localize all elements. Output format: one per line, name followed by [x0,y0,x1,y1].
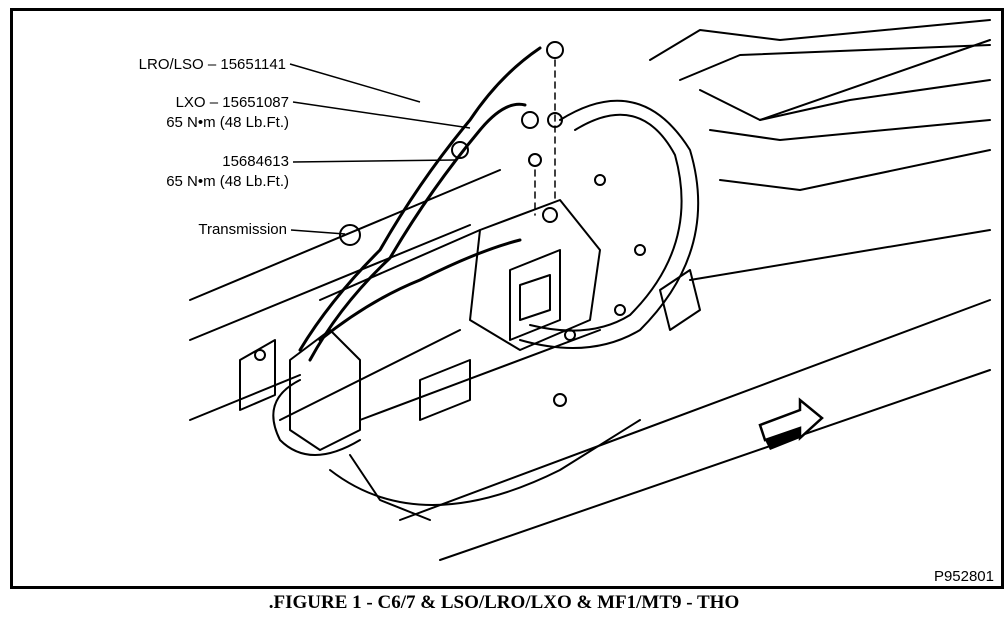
engine-block [649,19,991,281]
fittings [254,41,646,407]
transmission-case [272,99,700,521]
callout-fitting-torque: 65 N•m (48 Lb.Ft.) [166,173,289,190]
frame-rail [189,39,991,561]
callout-lxo-label: LXO – 15651087 [176,94,289,111]
figure-caption: .FIGURE 1 - C6/7 & LSO/LRO/LXO & MF1/MT9… [268,592,740,613]
part-number: P952801 [934,568,994,585]
alignment-dashes [534,59,556,216]
callout-fitting-label: 15684613 [222,153,289,170]
rear-mount [239,269,701,411]
cooler-lines [298,46,542,362]
callout-transmission-label: Transmission [198,221,287,238]
leader-lines [289,63,471,235]
callout-lro-label: LRO/LSO – 15651141 [139,56,286,73]
figure-frame [10,8,1004,589]
direction-arrow [758,397,824,450]
callout-lxo-torque: 65 N•m (48 Lb.Ft.) [166,114,289,131]
